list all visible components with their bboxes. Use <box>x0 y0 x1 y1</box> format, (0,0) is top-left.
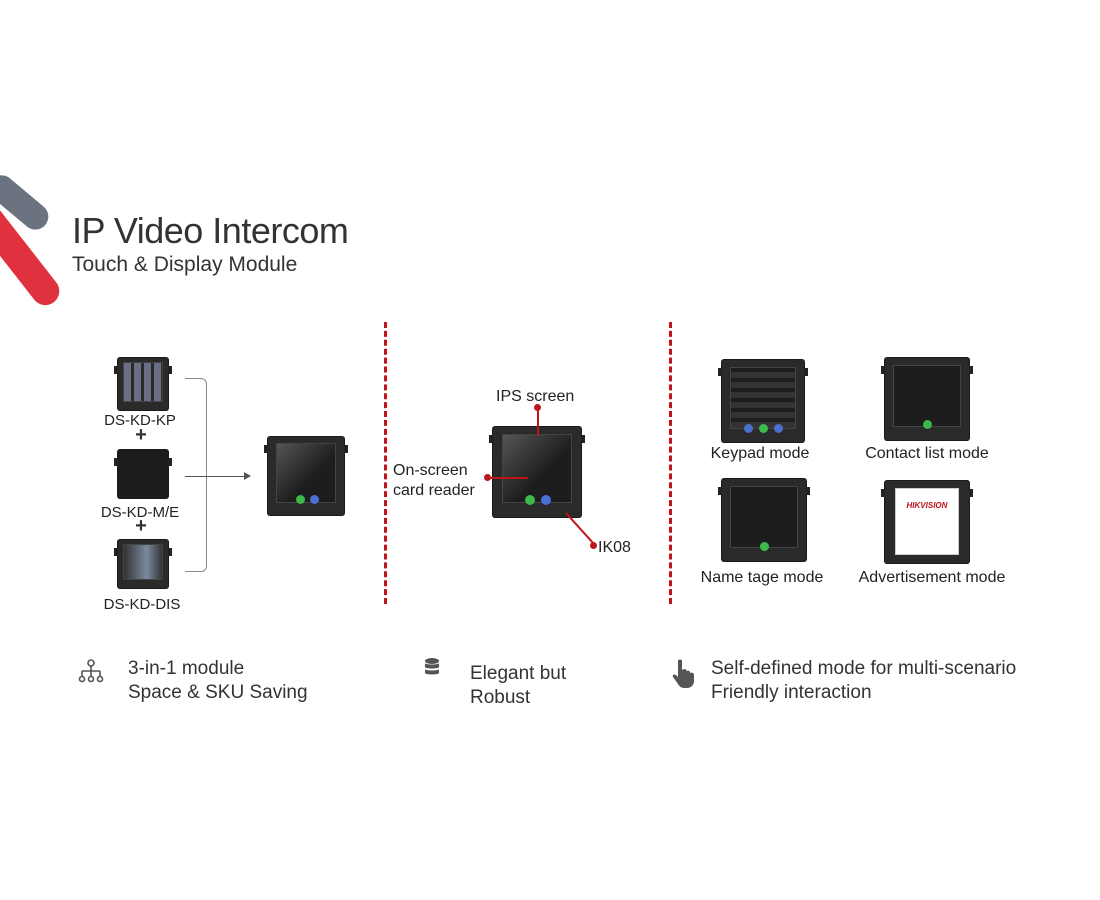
touch-display-module-image <box>489 427 585 517</box>
advertisement-mode-image: HIKVISION <box>881 481 973 563</box>
feature-line2: Robust <box>470 687 531 708</box>
module-label: DS-KD-KP <box>104 412 176 429</box>
card-reader-callout-line2: card reader <box>393 482 475 499</box>
contact-list-mode-image <box>881 358 973 440</box>
feature-line1: 3-in-1 module <box>128 658 245 679</box>
ips-screen-callout: IPS screen <box>496 388 575 405</box>
section-divider <box>384 322 387 604</box>
mode-label: Advertisement mode <box>858 569 1006 586</box>
section-divider <box>669 322 672 604</box>
page-title: IP Video Intercom <box>72 210 349 251</box>
plus-icon: + <box>135 515 147 537</box>
name-tag-mode-image <box>718 479 810 561</box>
module-label: DS-KD-M/E <box>100 504 180 521</box>
feature-line1: Self-defined mode for multi-scenario <box>711 658 1017 679</box>
keypad-module-image <box>114 358 172 410</box>
module-label: DS-KD-DIS <box>103 596 181 613</box>
database-icon <box>425 658 439 675</box>
keypad-mode-image <box>718 360 808 442</box>
feature-line2: Friendly interaction <box>711 682 872 703</box>
mode-label: Keypad mode <box>710 445 810 462</box>
bracket <box>185 378 207 572</box>
hand-pointer-icon <box>672 659 694 688</box>
mode-label: Contact list mode <box>865 445 989 462</box>
hikvision-logo: HIKVISION <box>906 500 948 510</box>
combined-module-image <box>264 437 348 515</box>
card-module-image <box>114 450 172 498</box>
arrow-head <box>244 472 251 480</box>
mode-label: Name tage mode <box>700 569 824 586</box>
arrow <box>185 476 247 477</box>
plus-icon: + <box>135 424 147 446</box>
feature-line1: Elegant but <box>470 663 567 684</box>
display-module-image <box>114 540 172 588</box>
feature-line2: Space & SKU Saving <box>128 682 308 703</box>
ik08-callout: IK08 <box>598 539 631 556</box>
card-reader-callout-line1: On-screen <box>393 462 468 479</box>
hierarchy-icon <box>78 659 104 683</box>
page-subtitle: Touch & Display Module <box>72 253 298 276</box>
